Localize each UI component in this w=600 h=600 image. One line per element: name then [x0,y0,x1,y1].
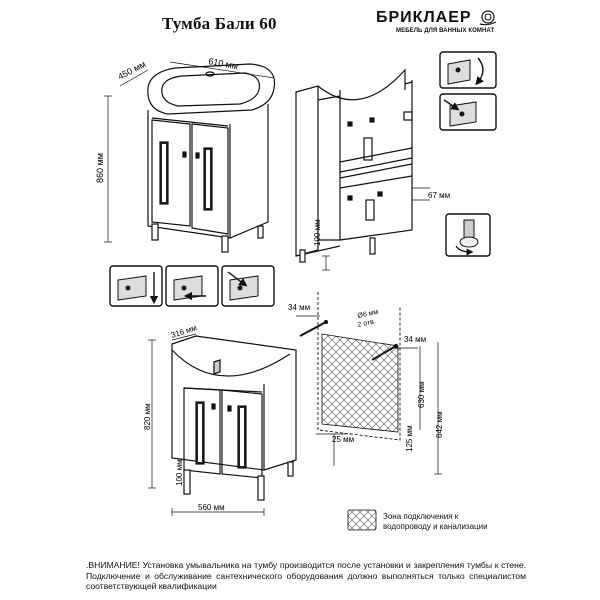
hinge-adjust-step-2 [165,265,219,307]
dim-front-width: 560 мм [198,503,225,512]
dim-front-height: 820 мм [143,403,152,430]
hinge-detail-box-2 [439,93,497,131]
brand-tagline: МЕБЕЛЬ ДЛЯ ВАННЫХ КОМНАТ [396,28,495,34]
dim-wall-drill-count: 2 отв. [357,318,377,329]
dim-open-leg: 100 мм [313,219,322,246]
dim-wall-left: 34 мм [288,303,310,312]
legend-label: Зона подключения к водопроводу и канализ… [383,512,488,531]
dim-wall-125: 125 мм [405,425,414,452]
wall-mount-drawing [299,292,401,441]
brand-logo-icon [479,10,497,26]
hinge-adjust-step-3 [221,265,275,307]
hinge-adjust-step-1 [109,265,163,307]
dim-wall-right: 34 мм [404,335,426,344]
dim-wall-642: 642 мм [435,411,444,438]
open-cabinet-drawing [295,68,413,263]
dim-front-leg: 100 мм [175,459,184,486]
dim-wall-25: 25 мм [332,435,354,444]
dim-open-shelf: 67 мм [428,191,450,200]
dim-wall-630: 630 мм [417,381,426,408]
warning-text: .ВНИМАНИЕ! Установка умывальника на тумб… [86,560,526,592]
dim-wall-drill: Ø6 мм [357,309,379,320]
cabinet-with-basin-drawing [147,63,276,253]
cabinet-front-drawing [171,335,297,501]
legend-swatch [347,509,377,531]
hinge-detail-box-1 [439,51,497,89]
dim-top-height: 860 мм [95,153,105,183]
page-title: Тумба Бали 60 [162,14,277,33]
dim-top-depth: 450 мм [116,59,147,82]
brand-name: БРИКЛАЕР [376,9,472,26]
leg-adjust-detail-box [445,213,491,257]
